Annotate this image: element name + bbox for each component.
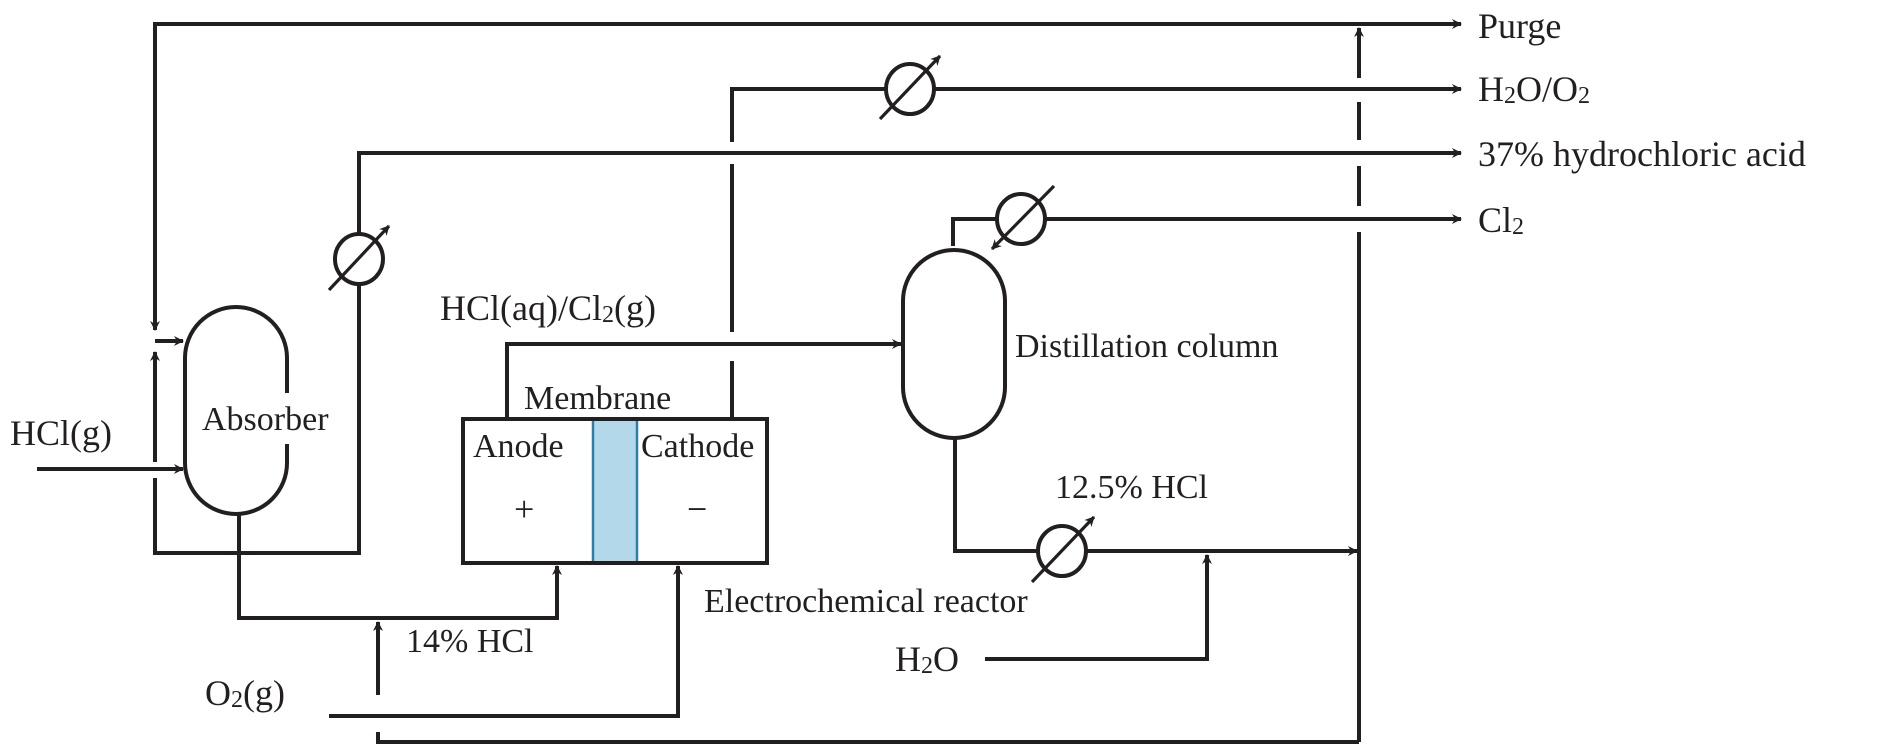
anode-label: Anode — [473, 428, 564, 465]
heat-exchanger-bottoms — [1030, 515, 1096, 584]
distillation-bottoms-line — [953, 437, 1038, 553]
purge-line — [153, 19, 1462, 330]
distillation-bottoms-label: 12.5% HCl — [1055, 469, 1208, 506]
heat-exchanger-absorber — [327, 224, 391, 292]
h2o-makeup-line — [985, 554, 1212, 661]
absorber-bottoms-line — [237, 514, 562, 620]
hydrochloric-acid-line — [357, 148, 1462, 235]
heat-exchanger-arrow-icon — [878, 54, 942, 121]
heat-exchanger-condenser — [990, 184, 1056, 251]
cathode-sign: − — [687, 489, 707, 529]
reactor-label: Electrochemical reactor — [704, 583, 1028, 620]
bottom-recycle-line — [376, 732, 1359, 744]
membrane-label: Membrane — [524, 380, 671, 417]
distillation-vessel — [901, 248, 1007, 440]
heat-exchanger-arrow-icon — [1030, 515, 1096, 584]
absorber-vessel — [183, 305, 289, 516]
heat-exchanger-icon — [333, 232, 385, 286]
reactor-cell — [461, 417, 769, 565]
cathode-label: Cathode — [641, 428, 754, 465]
absorber-overhead-loop — [153, 283, 361, 555]
distillation-column: Distillation column — [901, 248, 1278, 440]
o2-feed-line — [329, 565, 683, 718]
membrane — [591, 417, 639, 565]
o2-feed-label: O2(g) — [205, 673, 285, 713]
heat-exchanger-arrow-icon — [327, 224, 391, 292]
output-label-hydrochloric-acid: 37% hydrochloric acid — [1478, 134, 1806, 174]
output-label-chlorine: Cl2 — [1478, 200, 1524, 240]
heat-exchanger-cathode — [878, 54, 942, 121]
heat-exchanger-arrow-icon — [990, 184, 1056, 251]
h2o-feed-label: H2O — [895, 639, 959, 679]
cathode-outlet-upper — [730, 87, 886, 142]
heat-exchanger-icon — [995, 192, 1047, 246]
absorber-label: Absorber — [202, 401, 329, 438]
output-label-purge: Purge — [1478, 6, 1561, 46]
absorber-bottoms-label: 14% HCl — [406, 623, 534, 660]
heat-exchanger-icon — [884, 62, 936, 116]
absorber: Absorber — [183, 305, 329, 516]
heat-exchanger-icon — [1036, 524, 1088, 578]
output-label-h2o-o2: H2O/O2 — [1478, 69, 1590, 109]
anode-sign: + — [514, 489, 534, 529]
distillation-overhead — [951, 217, 997, 246]
reactor-outlet-line — [505, 339, 902, 419]
hcl-gas-feed-label: HCl(g) — [10, 413, 112, 453]
electrochemical-reactor: Membrane Anode Cathode + − Electrochemic… — [461, 380, 1028, 620]
reactor-outlet-label: HCl(aq)/Cl2(g) — [440, 288, 656, 328]
distillation-label: Distillation column — [1015, 328, 1278, 365]
